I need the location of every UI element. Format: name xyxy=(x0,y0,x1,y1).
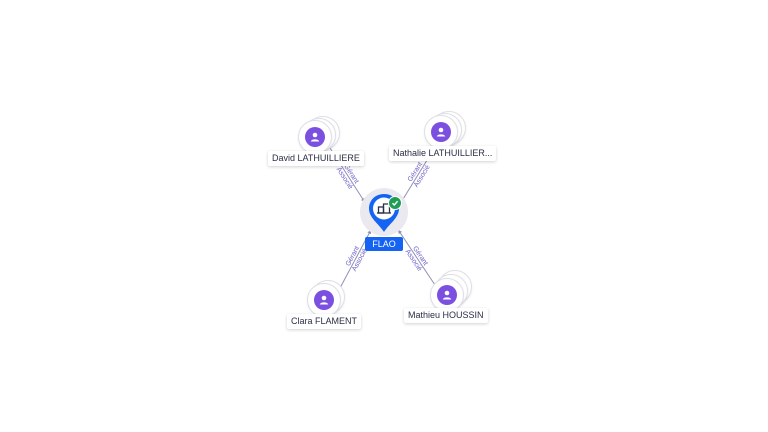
person-icon xyxy=(437,285,457,305)
person-icon xyxy=(305,127,325,147)
company-node-flao[interactable] xyxy=(360,188,408,238)
person-avatar xyxy=(307,283,341,317)
person-node-nathalie-lathuilliere[interactable] xyxy=(424,111,466,151)
person-label-mathieu-houssin[interactable]: Mathieu HOUSSIN xyxy=(404,308,488,323)
edge-role-label: GérantAssocié xyxy=(404,244,430,273)
company-label-flao[interactable]: FLAO xyxy=(365,237,403,251)
person-icon xyxy=(314,290,334,310)
active-check-icon xyxy=(388,196,402,210)
person-icon xyxy=(431,122,451,142)
person-label-david-lathuilliere[interactable]: David LATHUILLIERE xyxy=(268,151,364,166)
edge-role-label: GérantAssocié xyxy=(335,162,361,191)
person-node-david-lathuilliere[interactable] xyxy=(298,116,340,156)
person-avatar xyxy=(298,120,332,154)
person-avatar xyxy=(430,278,464,312)
edge-arrow xyxy=(398,229,402,235)
person-avatar xyxy=(424,115,458,149)
person-label-nathalie-lathuilliere[interactable]: Nathalie LATHUILLIER... xyxy=(389,146,497,161)
person-label-clara-flament[interactable]: Clara FLAMENT xyxy=(287,314,362,329)
person-node-mathieu-houssin[interactable] xyxy=(430,270,472,312)
building-icon xyxy=(377,203,391,214)
edge-role-label: GérantAssocié xyxy=(406,160,432,189)
edge-line xyxy=(396,227,438,289)
